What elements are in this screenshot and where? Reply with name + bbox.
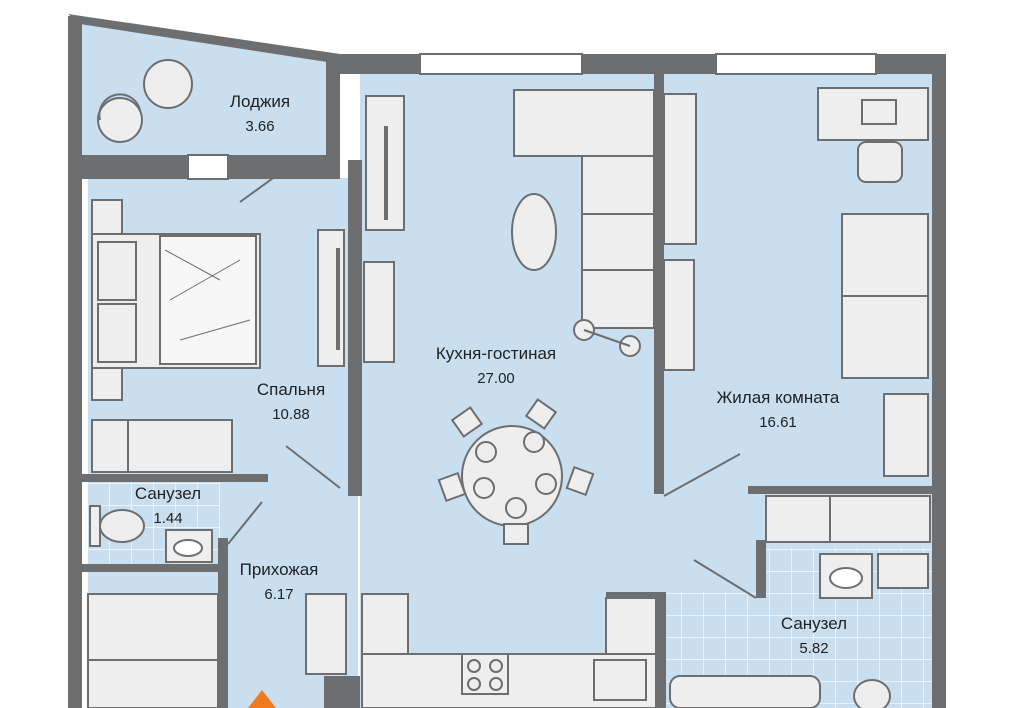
pillow-icon bbox=[97, 303, 137, 363]
toilet-icon bbox=[99, 509, 145, 543]
loggia-furniture bbox=[97, 59, 193, 143]
room-area: 10.88 bbox=[272, 406, 310, 423]
bathtub-icon bbox=[669, 675, 821, 708]
nightstand-bottom-icon bbox=[91, 367, 123, 401]
room-label-bath2: Санузел 5.82 bbox=[772, 614, 856, 657]
bath1-fixtures bbox=[89, 505, 213, 563]
wall-bath2-left2 bbox=[656, 592, 666, 708]
pillow-icon bbox=[97, 241, 137, 301]
room-name: Лоджия bbox=[229, 92, 291, 111]
coffee-table-icon bbox=[511, 193, 557, 271]
shoe-rack-icon bbox=[305, 593, 347, 675]
wall-bedroom-bottom bbox=[82, 474, 268, 482]
hallway-furniture bbox=[87, 593, 347, 708]
sofa-chaise-icon bbox=[581, 155, 655, 329]
wall-loggia-right bbox=[326, 54, 340, 164]
window-living bbox=[715, 53, 877, 75]
room-area: 16.61 bbox=[759, 414, 797, 431]
washer-icon bbox=[877, 553, 929, 589]
entrance-arrow-icon bbox=[248, 690, 276, 708]
room-name: Санузел bbox=[134, 484, 202, 503]
room-label-bath1: Санузел 1.44 bbox=[126, 484, 210, 527]
nightstand-top-icon bbox=[91, 199, 123, 235]
round-table-icon bbox=[143, 59, 193, 109]
wall-bedroom-kitchen bbox=[348, 160, 362, 496]
bath2-fixtures bbox=[669, 553, 929, 708]
kitchen-furniture bbox=[361, 89, 657, 708]
wall-loggia-diag bbox=[68, 14, 340, 64]
wall-kitchen-living bbox=[654, 74, 664, 494]
wall-loggia-bottom2 bbox=[228, 155, 340, 179]
window-loggia bbox=[187, 154, 229, 180]
wall-corridor-top bbox=[748, 486, 934, 494]
shelf-icon bbox=[663, 259, 695, 371]
room-area: 3.66 bbox=[245, 118, 275, 135]
walls bbox=[68, 14, 946, 708]
window-kitchen bbox=[419, 53, 583, 75]
laptop-icon bbox=[861, 99, 897, 125]
room-label-hallway: Прихожая 6.17 bbox=[228, 560, 330, 603]
bedroom-wardrobe-icon bbox=[91, 419, 233, 473]
fridge-icon bbox=[605, 597, 657, 655]
room-label-bedroom: Спальня 10.88 bbox=[246, 380, 336, 423]
toilet-tank-icon bbox=[89, 505, 101, 547]
wall-kitchen-bottom-left bbox=[324, 676, 360, 708]
sofa-icon bbox=[513, 89, 655, 157]
kitchen-counter-icon bbox=[361, 593, 409, 655]
room-area: 1.44 bbox=[153, 510, 183, 527]
wall-loggia-bottom bbox=[68, 155, 188, 179]
corridor-wardrobe-icon bbox=[765, 495, 931, 543]
room-area: 27.00 bbox=[477, 370, 515, 387]
kitchen-shelf-icon bbox=[363, 261, 395, 363]
room-name: Кухня-гостиная bbox=[435, 344, 557, 363]
wardrobe-icon bbox=[663, 93, 697, 245]
room-name: Жилая комната bbox=[716, 388, 840, 407]
bedroom-furniture bbox=[91, 199, 345, 473]
room-area: 6.17 bbox=[264, 586, 294, 603]
hallway-wardrobe-icon bbox=[87, 593, 219, 708]
wall-bath1-right bbox=[218, 538, 228, 708]
armchair-icon bbox=[97, 97, 143, 143]
room-name: Прихожая bbox=[239, 560, 319, 579]
kitchen-sink-icon bbox=[593, 659, 647, 701]
room-area: 5.82 bbox=[799, 640, 829, 657]
wall-outer-right bbox=[932, 54, 946, 708]
tv-stand-icon bbox=[317, 229, 345, 367]
room-name: Спальня bbox=[256, 380, 326, 399]
door-swings bbox=[227, 159, 757, 599]
office-chair-icon bbox=[857, 141, 903, 183]
wall-outer-left bbox=[68, 16, 82, 708]
room-name: Санузел bbox=[780, 614, 848, 633]
room-label-living: Жилая комната 16.61 bbox=[700, 388, 856, 431]
rack-icon bbox=[883, 393, 929, 477]
room-label-kitchen: Кухня-гостиная 27.00 bbox=[418, 344, 574, 387]
wall-bath2-left bbox=[756, 540, 766, 598]
room-label-loggia: Лоджия 3.66 bbox=[220, 92, 300, 135]
wall-bath1-bottom bbox=[82, 564, 228, 572]
bath2-toilet-icon bbox=[853, 679, 891, 708]
living-furniture bbox=[663, 87, 931, 543]
